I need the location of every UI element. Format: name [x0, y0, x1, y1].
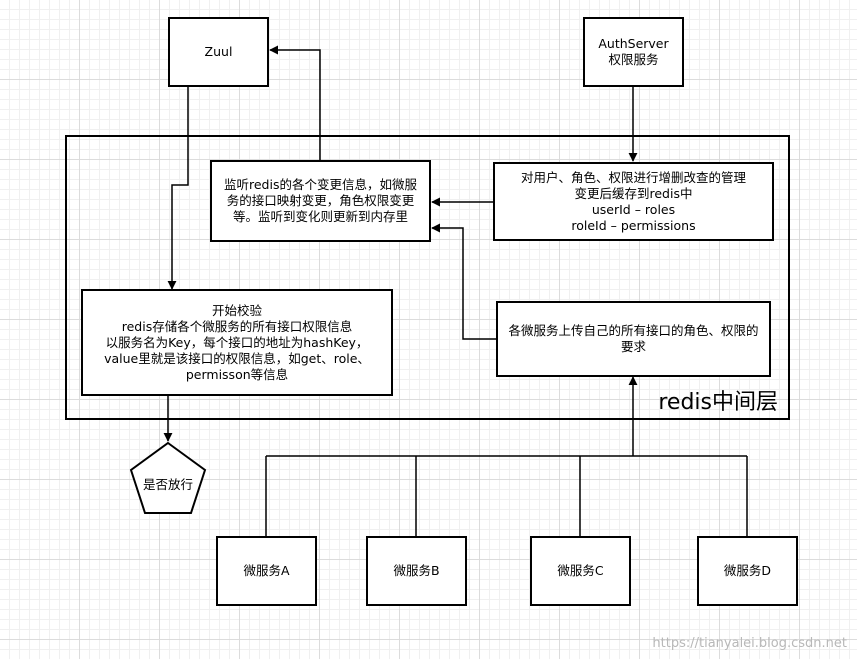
admin-label: 对用户、角色、权限进行增删改查的管理 变更后缓存到redis中 userId –… [520, 169, 746, 233]
service-c-label: 微服务C [557, 563, 604, 578]
redis-layer: redis中间层 [65, 135, 790, 420]
service-d-node: 微服务D [697, 536, 798, 606]
service-d-label: 微服务D [723, 563, 772, 578]
service-b-label: 微服务B [393, 563, 440, 578]
listener-label: 监听redis的各个变更信息，如微服务的接口映射变更，角色权限变更等。监听到变化… [224, 177, 417, 224]
service-c-node: 微服务C [530, 536, 631, 606]
listener-node: 监听redis的各个变更信息，如微服务的接口映射变更，角色权限变更等。监听到变化… [210, 160, 431, 242]
authserver-label: AuthServer 权限服务 [598, 36, 669, 67]
authserver-node: AuthServer 权限服务 [583, 17, 684, 87]
zuul-label: Zuul [204, 44, 233, 59]
redis-layer-label: redis中间层 [658, 390, 778, 415]
decision-label: 是否放行 [142, 476, 193, 492]
zuul-node: Zuul [168, 17, 269, 87]
upload-label: 各微服务上传自己的所有接口的角色、权限的要求 [508, 323, 759, 354]
upload-node: 各微服务上传自己的所有接口的角色、权限的要求 [496, 301, 771, 377]
verify-label: 开始校验 redis存储各个微服务的所有接口权限信息 以服务名为Key，每个接口… [104, 302, 370, 382]
verify-node: 开始校验 redis存储各个微服务的所有接口权限信息 以服务名为Key，每个接口… [81, 289, 393, 396]
service-a-node: 微服务A [216, 536, 317, 606]
arrow-listener-to-zuul [269, 45, 321, 160]
service-b-node: 微服务B [366, 536, 467, 606]
arrow-upload-to-listener [431, 223, 496, 340]
decision-node: 是否放行 [129, 441, 207, 515]
admin-node: 对用户、角色、权限进行增删改查的管理 变更后缓存到redis中 userId –… [493, 162, 774, 241]
pentagon-shape [129, 441, 207, 514]
watermark: https://tianyalei.blog.csdn.net [652, 636, 847, 651]
service-a-label: 微服务A [243, 563, 290, 578]
